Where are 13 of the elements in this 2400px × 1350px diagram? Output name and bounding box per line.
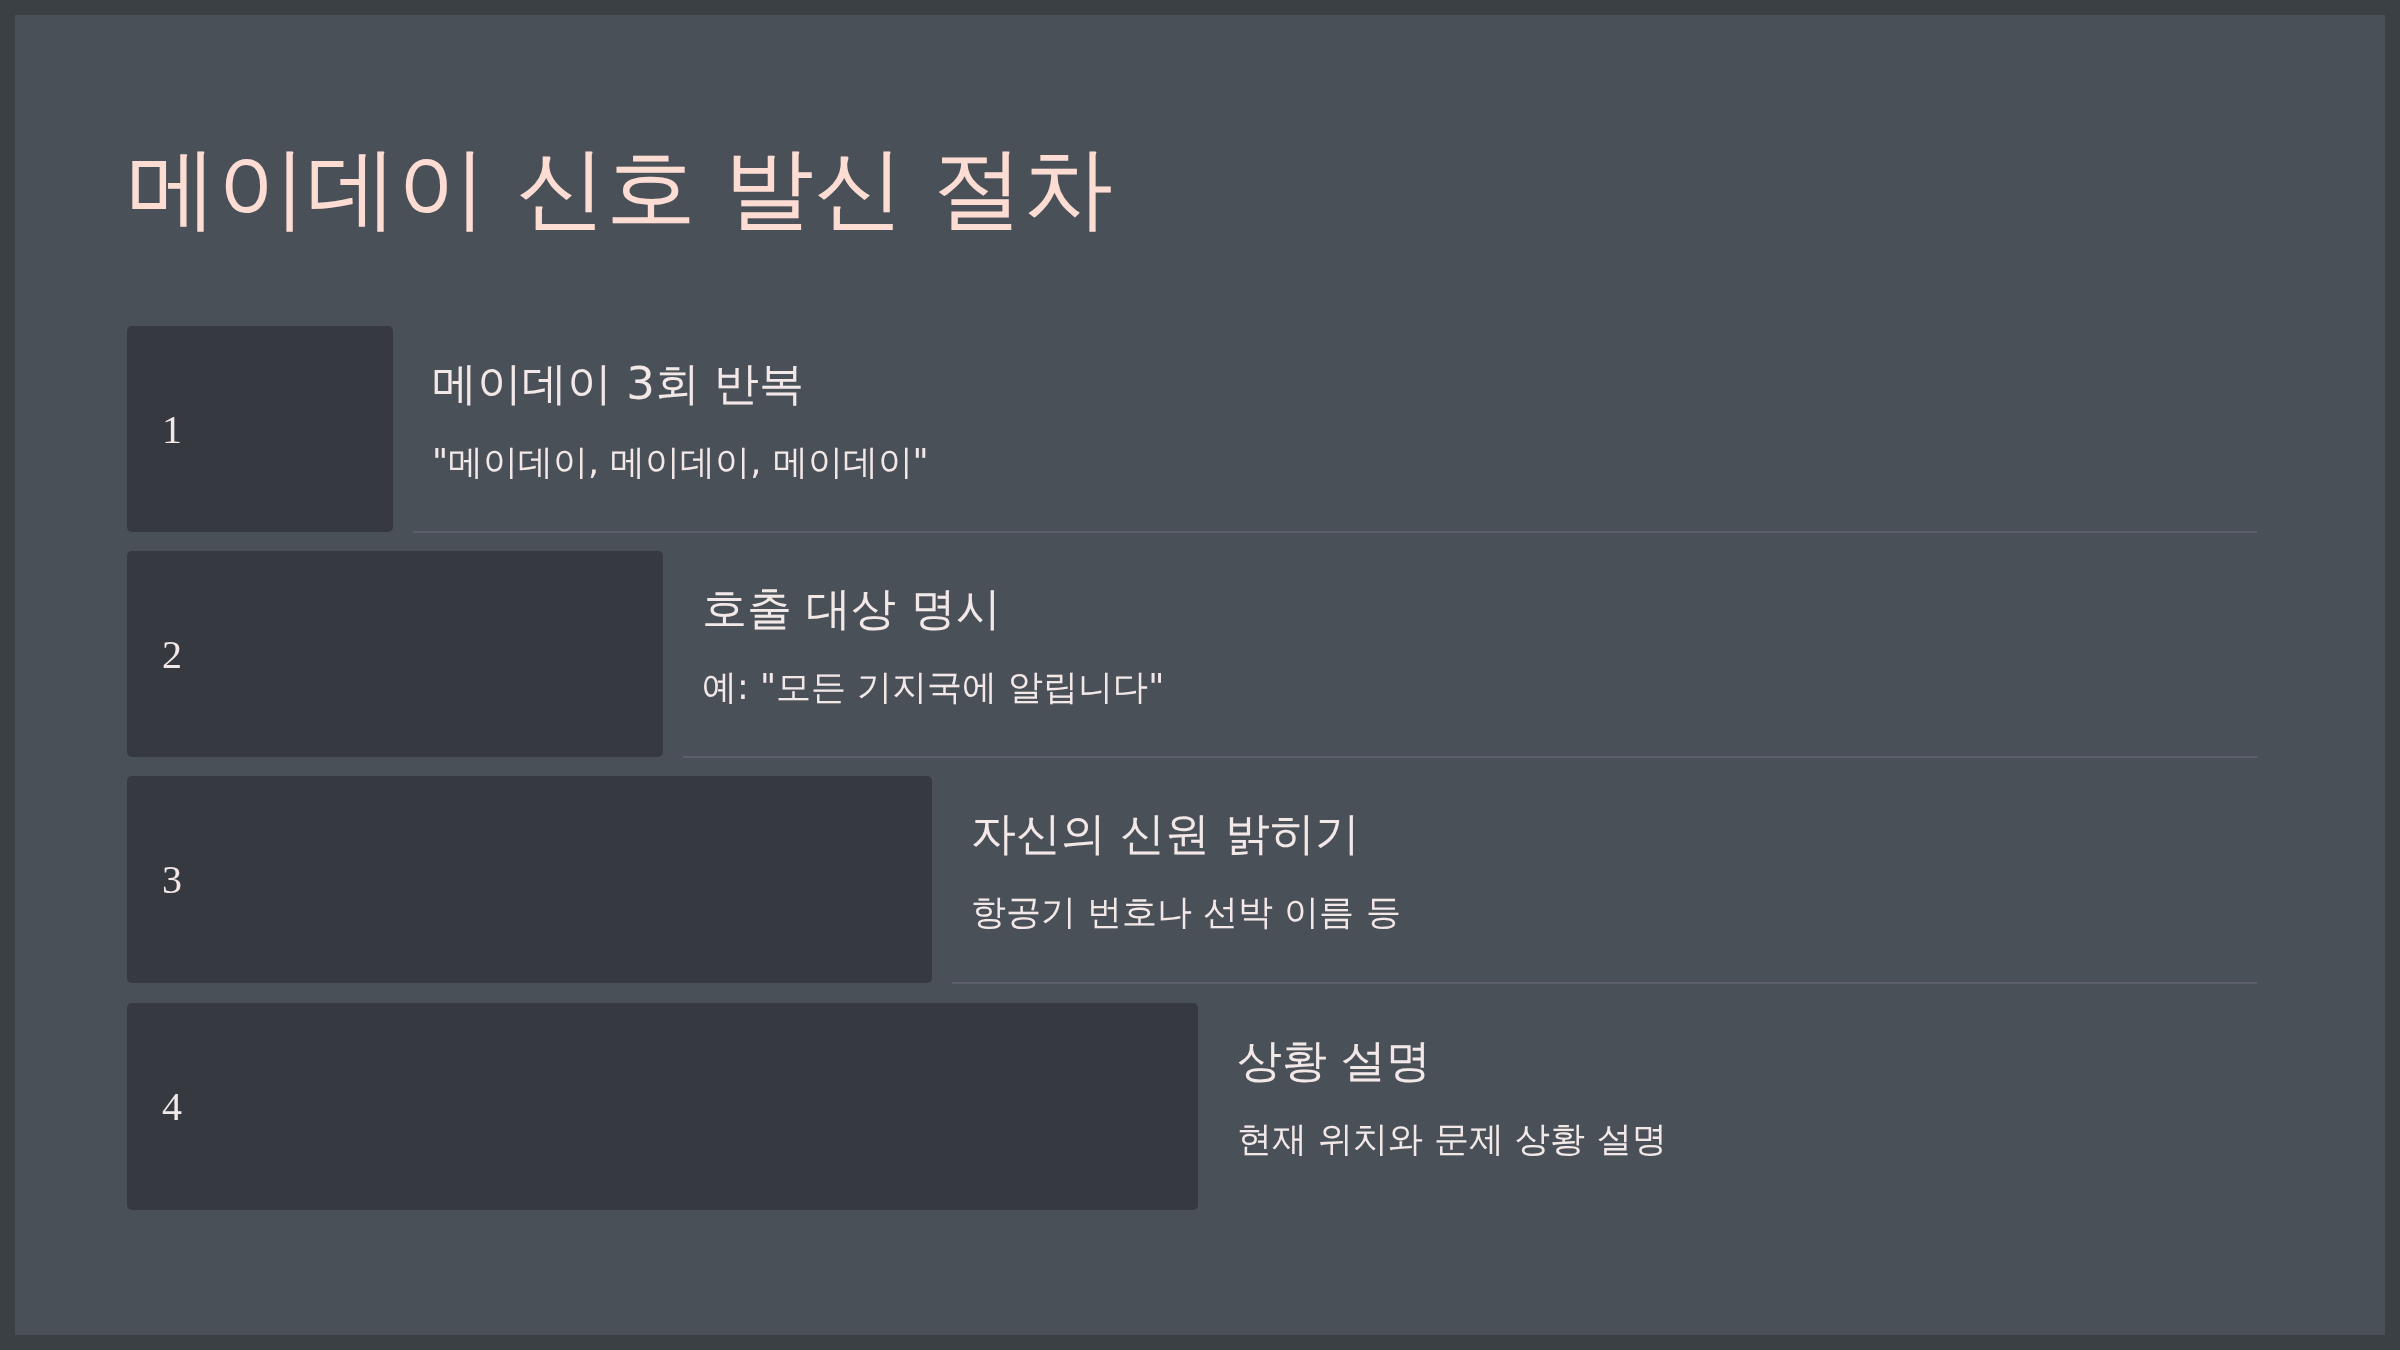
step-heading: 자신의 신원 밝히기	[971, 806, 1360, 862]
step-description: 항공기 번호나 선박 이름 등	[971, 891, 1401, 934]
step-heading: 호출 대상 명시	[702, 581, 1001, 637]
step-description: 현재 위치와 문제 상황 설명	[1237, 1118, 1667, 1161]
step-heading: 상황 설명	[1237, 1033, 1432, 1089]
step-box: 4	[127, 1003, 1198, 1210]
step-description: 예: "모든 기지국에 알립니다"	[702, 666, 1165, 709]
title: 메이데이 신호 발신 절차	[127, 134, 1113, 242]
step-box: 2	[127, 551, 663, 757]
step-heading: 메이데이 3회 반복	[432, 356, 805, 412]
step-box: 3	[127, 776, 932, 983]
step-description: "메이데이, 메이데이, 메이데이"	[432, 441, 929, 484]
step-box: 1	[127, 326, 393, 532]
